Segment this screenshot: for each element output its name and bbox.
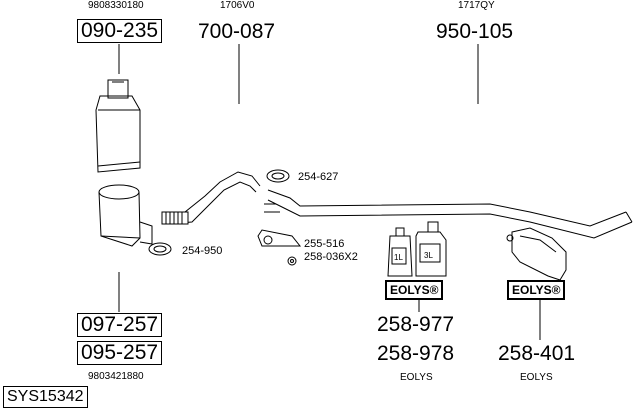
part-number-090-235[interactable]: 090-235 — [77, 19, 163, 43]
bottle-label-3l: 3L — [424, 251, 433, 260]
reference-number: 9808330180 — [88, 0, 144, 11]
additive-caption: EOLYS — [400, 372, 433, 383]
front-pipe-drawing — [161, 171, 261, 225]
part-number-258-978[interactable]: 258-978 — [377, 342, 455, 365]
part-number-097-257[interactable]: 097-257 — [77, 313, 163, 337]
part-number-700-087[interactable]: 700-087 — [198, 20, 276, 43]
additive-bottles-drawing — [387, 221, 447, 277]
reference-number: 1706V0 — [220, 0, 255, 11]
clamp-drawing — [148, 169, 302, 266]
main-pipe-drawing — [264, 189, 633, 239]
part-number-258-977[interactable]: 258-977 — [377, 313, 455, 336]
additive-tank-drawing — [506, 227, 567, 281]
system-id: SYS15342 — [3, 386, 88, 408]
part-number-258-401[interactable]: 258-401 — [498, 342, 576, 365]
part-number-095-257[interactable]: 095-257 — [77, 341, 163, 365]
clamp-number[interactable]: 258-036X2 — [304, 251, 358, 263]
clamp-number[interactable]: 255-516 — [304, 238, 345, 250]
bottle-label-1l: 1L — [394, 253, 403, 262]
eolys-badge: EOLYS® — [507, 280, 566, 300]
clamp-number[interactable]: 254-950 — [182, 245, 223, 257]
catalytic-converter-drawing — [95, 79, 141, 173]
clamp-number[interactable]: 254-627 — [298, 171, 339, 183]
part-number-950-105[interactable]: 950-105 — [436, 20, 514, 43]
reference-number: 1717QY — [458, 0, 495, 11]
additive-caption: EOLYS — [520, 372, 553, 383]
reference-number: 9803421880 — [88, 371, 144, 382]
eolys-badge: EOLYS® — [385, 280, 444, 300]
particulate-filter-drawing — [98, 184, 153, 247]
